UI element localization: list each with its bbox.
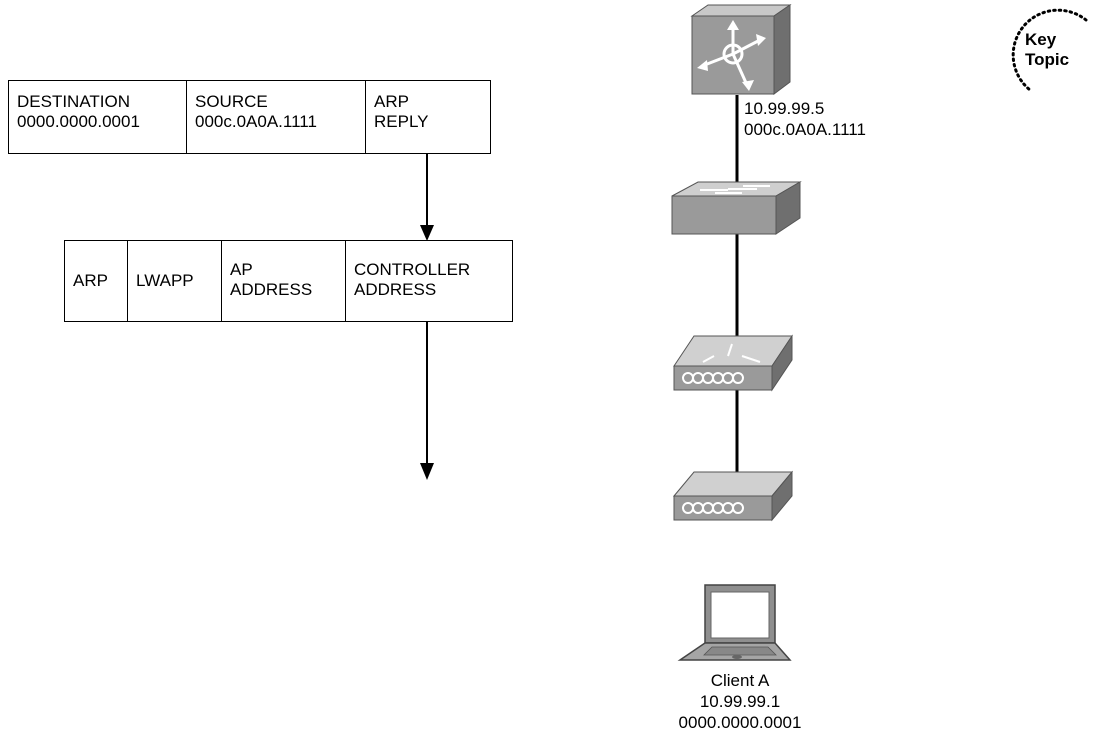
flow-arrow-2 [420,322,434,480]
switch-icon [671,181,802,235]
key-topic-icon [1011,8,1088,92]
controller-mac: 000c.0A0A.1111 [744,120,866,139]
frame-arp-reply: DESTINATION 0000.0000.0001 SOURCE 000c.0… [8,80,491,154]
lightweight-ap-icon [673,334,793,392]
flow-arrow-1 [420,154,434,241]
frame2-lwapp-field: LWAPP [128,241,222,321]
frame-lwapp-encapsulated: ARP LWAPP AP ADDRESS CONTROLLER ADDRESS [64,240,513,322]
key-topic-label: Key Topic [1025,30,1070,69]
frame1-source-field: SOURCE 000c.0A0A.1111 [187,81,366,153]
client-ip: 10.99.99.1 [699,692,781,711]
frame1-type-field: ARP REPLY [374,92,429,131]
frame1-destination-field: DESTINATION 0000.0000.0001 [9,81,187,153]
laptop-icon [677,584,792,661]
client-name: Client A [710,671,770,690]
client-label: Client A 10.99.99.1 0000.0000.0001 [640,670,840,733]
frame2-arp-field: ARP [65,241,128,321]
controller-ip: 10.99.99.5 [744,99,825,118]
controller-address-label: 10.99.99.5 000c.0A0A.1111 [744,98,866,140]
wlc-controller-icon [690,4,792,95]
client-mac: 0000.0000.0001 [678,713,802,732]
access-point-icon [672,470,794,522]
frame2-ap-address-field: AP ADDRESS [222,241,346,321]
frame2-controller-address-field: CONTROLLER ADDRESS [354,260,471,299]
